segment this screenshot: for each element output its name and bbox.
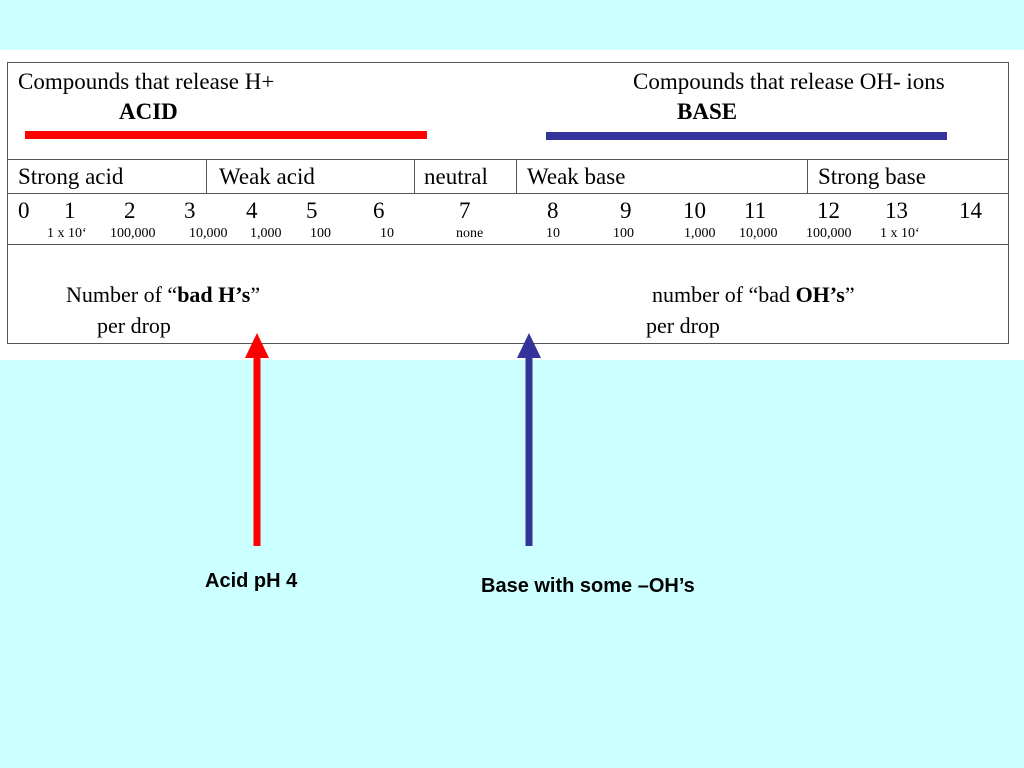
base-note-line2: per drop: [646, 313, 720, 338]
category-neutral: neutral: [424, 164, 488, 189]
ph-value: 3: [184, 198, 196, 223]
base-note-line1: number of “bad OH’s”: [652, 284, 855, 306]
acid-heading: ACID: [119, 99, 178, 124]
acid-note-suffix: ”: [250, 282, 261, 307]
divider: [516, 160, 517, 193]
particle-count: 1 x 10‘: [47, 226, 87, 241]
particle-count: none: [456, 226, 484, 241]
ph-value: 0: [18, 198, 30, 223]
divider: [8, 193, 1008, 194]
base-description: Compounds that release OH- ions: [633, 69, 945, 94]
particle-count: 10: [546, 226, 560, 241]
particle-count: 100,000: [110, 226, 156, 241]
base-note-prefix: number of “bad: [652, 282, 796, 307]
base-color-bar: [546, 132, 947, 140]
base-note-bold: OH’s: [795, 282, 845, 307]
notes-box: [7, 244, 1009, 344]
particle-count: 10,000: [189, 226, 228, 241]
ph-value: 5: [306, 198, 318, 223]
ph-value: 14: [959, 198, 982, 223]
divider: [206, 160, 207, 193]
ph-value: 2: [124, 198, 136, 223]
acid-note-bold: bad H’s: [177, 282, 251, 307]
ph-value: 12: [817, 198, 840, 223]
particle-count: 100,000: [806, 226, 852, 241]
particle-count: 100: [613, 226, 634, 241]
category-weak-acid: Weak acid: [219, 164, 315, 189]
acid-note-line1: Number of “bad H’s”: [66, 284, 260, 306]
ph-value: 6: [373, 198, 385, 223]
base-caption: Base with some –OH’s: [481, 575, 695, 597]
base-heading: BASE: [677, 99, 738, 124]
ph-value: 7: [459, 198, 471, 223]
acid-color-bar: [25, 131, 427, 139]
divider: [807, 160, 808, 193]
ph-value: 8: [547, 198, 559, 223]
particle-count: 100: [310, 226, 331, 241]
ph-value: 11: [744, 198, 767, 223]
ph-value: 9: [620, 198, 632, 223]
ph-scale-panel: Compounds that release H+ ACID Compounds…: [0, 50, 1024, 360]
particle-count: 1,000: [684, 226, 716, 241]
ph-value: 10: [683, 198, 706, 223]
ph-value: 4: [246, 198, 258, 223]
particle-count: 10,000: [739, 226, 778, 241]
acid-description: Compounds that release H+: [18, 69, 275, 94]
particle-count: 1 x 10‘: [880, 226, 920, 241]
category-weak-base: Weak base: [527, 164, 626, 189]
ph-value: 1: [64, 198, 76, 223]
base-arrow-head: [517, 333, 541, 358]
acid-note-line2: per drop: [97, 313, 171, 338]
category-strong-base: Strong base: [818, 164, 926, 189]
acid-note-prefix: Number of “: [66, 282, 178, 307]
particle-count: 1,000: [250, 226, 282, 241]
particle-count: 10: [380, 226, 394, 241]
divider: [414, 160, 415, 193]
ph-value: 13: [885, 198, 908, 223]
acid-arrow-head: [245, 333, 269, 358]
category-strong-acid: Strong acid: [18, 164, 124, 189]
acid-caption: Acid pH 4: [205, 570, 298, 592]
base-note-suffix: ”: [844, 282, 855, 307]
